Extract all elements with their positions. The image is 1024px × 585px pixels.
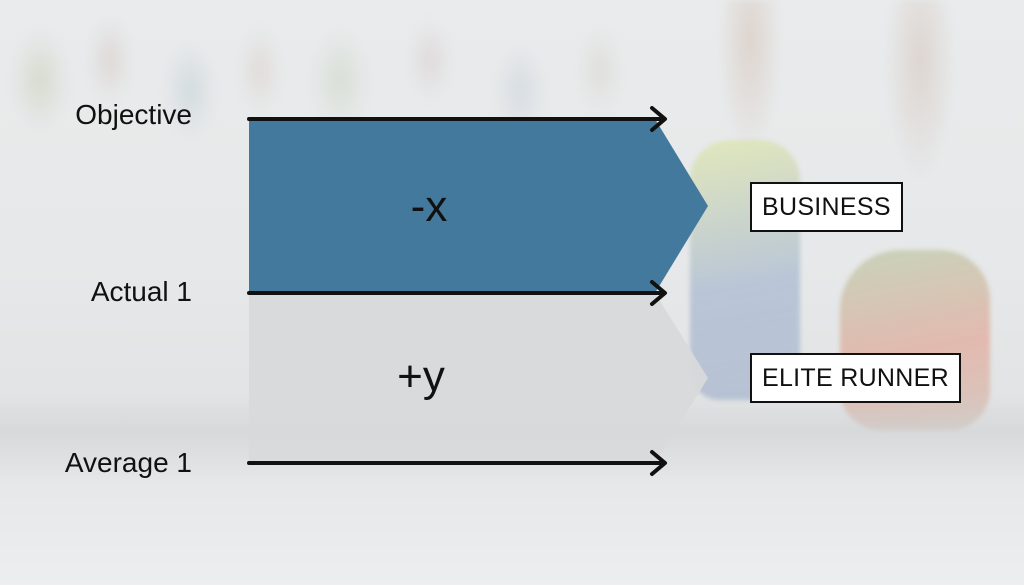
objective-label: Objective: [75, 99, 192, 130]
arrow-actual: [247, 280, 667, 306]
band-top-label: -x: [410, 182, 448, 231]
band-bottom-shape: [249, 293, 708, 463]
actual-label: Actual 1: [90, 276, 192, 307]
business-tag: BUSINESS: [750, 182, 903, 232]
elite-runner-tag: ELITE RUNNER: [750, 353, 961, 403]
arrow-average: [247, 450, 667, 476]
band-top-shape: [249, 119, 708, 293]
average-label: Average 1: [64, 447, 192, 478]
band-bottom-label: +y: [397, 352, 445, 401]
arrow-objective: [247, 106, 667, 132]
